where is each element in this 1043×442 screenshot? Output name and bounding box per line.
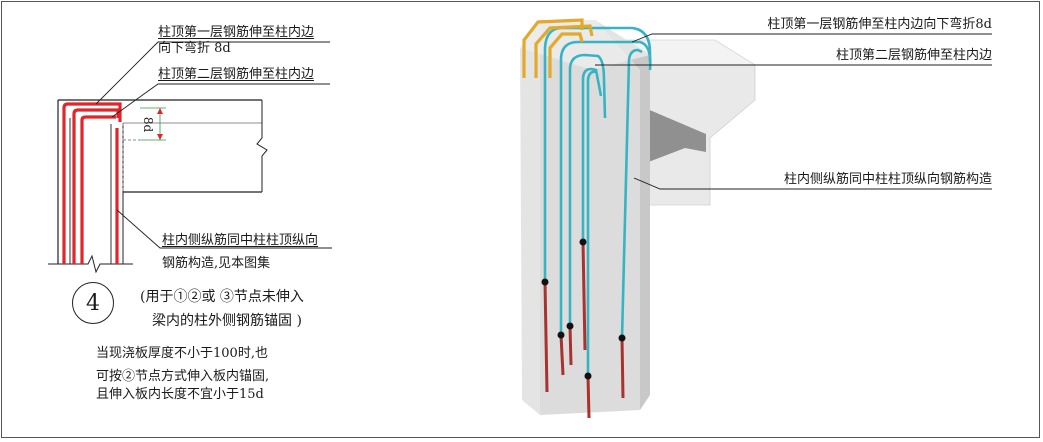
- right-label-second-layer: 柱顶第二层钢筋伸至柱内边: [835, 48, 992, 63]
- joint-dot-2: [557, 331, 565, 339]
- label-side-bars-line2: 钢筋构造,见本图集: [162, 256, 271, 271]
- joint-dot-1: [541, 278, 549, 286]
- right-label-top-layer: 柱顶第一层钢筋伸至柱内边向下弯折8d: [767, 17, 992, 32]
- column-top-face: [520, 20, 650, 70]
- cyan-bar-top-2: [559, 40, 652, 335]
- dim-arrow-bottom: [157, 134, 163, 140]
- condition-line3: 且伸入板内长度不宜小于15d: [96, 387, 264, 402]
- cyan-bar-inner: [620, 48, 643, 339]
- condition-line2: 可按②节点方式伸入板内锚固,: [96, 369, 270, 384]
- condition-line1: 当现浇板厚度不小于100时,也: [96, 346, 268, 361]
- joint-dot-5: [584, 372, 592, 380]
- right-label-side-bars: 柱内侧纵筋同中柱柱顶纵向钢筋构造: [783, 172, 992, 187]
- column-break-symbol: [48, 254, 133, 274]
- lower-bar-4: [581, 241, 587, 351]
- cyan-bar-3: [586, 70, 598, 376]
- joint-dot-4: [579, 238, 587, 246]
- cyan-bar-second-2: [581, 67, 603, 242]
- leader-top-layer: [95, 41, 330, 105]
- leader-second-layer: [111, 83, 330, 118]
- rebar-top-layer-2: [72, 108, 120, 264]
- joint-dot-3: [566, 322, 574, 330]
- label-second-layer: 柱顶第二层钢筋伸至柱内边: [158, 67, 315, 82]
- beam-break-symbol: [256, 100, 268, 192]
- gold-bar-3: [548, 32, 584, 78]
- usage-line2: 梁内的柱外侧钢筋锚固 ): [152, 313, 302, 329]
- cyan-bar-second-1: [568, 53, 607, 326]
- column-front-face: [540, 20, 640, 415]
- gold-bar-2: [534, 24, 594, 78]
- rebar-top-layer-1: [62, 102, 122, 264]
- node-number-circle: 4: [72, 282, 114, 324]
- lower-bar-6: [620, 337, 625, 399]
- label-top-layer-line2: 向下弯折 8d: [158, 41, 231, 56]
- column-side-face: [595, 20, 650, 410]
- leader-right-top: [631, 33, 992, 43]
- lower-bar-1: [543, 281, 549, 393]
- gold-bar-1: [522, 18, 584, 78]
- cyan-bar-top-1: [543, 26, 652, 282]
- usage-line1: (用于①②或 ③节点未伸入: [140, 289, 304, 305]
- label-top-layer-line1: 柱顶第一层钢筋伸至柱内边: [158, 25, 315, 40]
- leader-side-bars: [116, 209, 332, 249]
- dim-label-8d: 8d: [141, 116, 156, 133]
- lower-bar-5: [586, 375, 591, 419]
- label-side-bars-line1: 柱内侧纵筋同中柱柱顶纵向: [162, 233, 319, 248]
- joint-dot-6: [618, 334, 626, 342]
- rebar-second-layer: [80, 115, 116, 264]
- leader-right-side: [633, 177, 992, 190]
- node-number: 4: [86, 290, 100, 316]
- dim-arrow-top: [157, 108, 163, 114]
- column-left-face: [520, 20, 540, 415]
- lower-bar-3: [568, 325, 573, 366]
- lower-bar-2: [559, 334, 565, 376]
